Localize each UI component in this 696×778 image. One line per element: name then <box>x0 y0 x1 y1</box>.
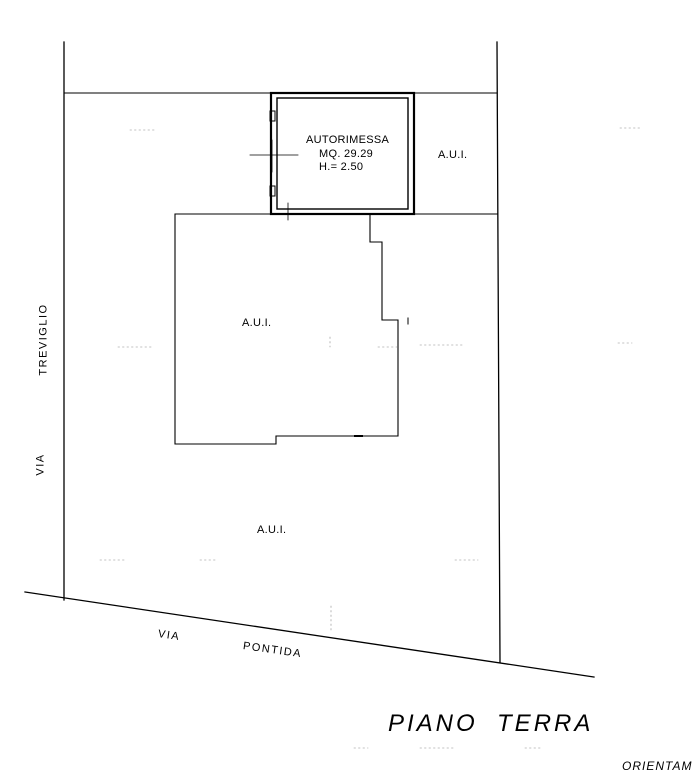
garage-name: AUTORIMESSA <box>306 134 390 146</box>
aui-bottom-label: A.U.I. <box>257 524 287 536</box>
orientation-label: ORIENTAM <box>622 759 693 773</box>
garage-opening-top <box>269 110 276 122</box>
garage-height: H.= 2.50 <box>319 161 364 173</box>
street-treviglio-name: TREVIGLIO <box>37 303 50 376</box>
street-edge-line <box>24 591 595 678</box>
street-treviglio-via: VIA <box>34 453 47 476</box>
aui-center-label: A.U.I. <box>242 317 272 329</box>
garage-opening-bottom <box>269 185 276 197</box>
building-outline <box>174 213 399 445</box>
floor-title: PIANO TERRA <box>388 710 594 737</box>
right-boundary-line <box>496 41 501 663</box>
garage-area: MQ. 29.29 <box>319 148 374 160</box>
garage-inner-wall <box>276 97 409 210</box>
aui-right-label: A.U.I. <box>438 149 468 161</box>
